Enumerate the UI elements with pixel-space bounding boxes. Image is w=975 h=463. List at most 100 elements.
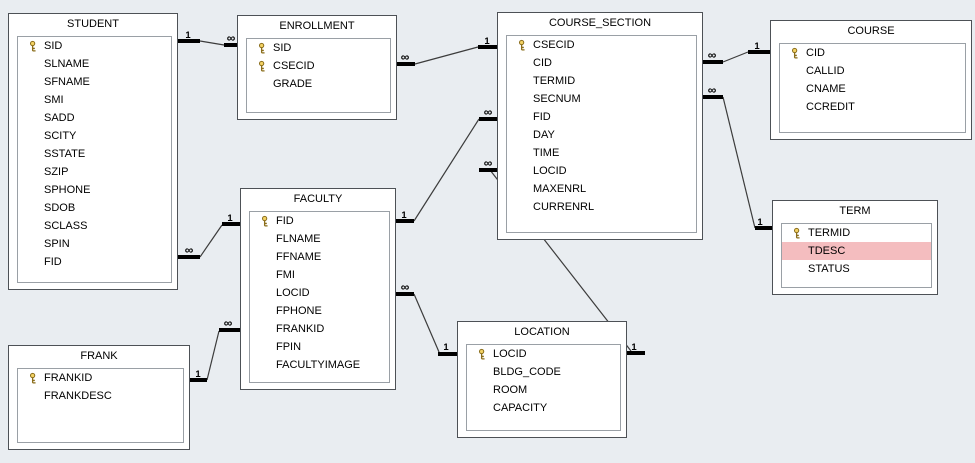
field-row-frankdesc[interactable]: FRANKDESC: [18, 387, 183, 405]
table-title-location[interactable]: LOCATION: [514, 326, 570, 338]
field-row-maxenrl[interactable]: MAXENRL: [507, 180, 696, 198]
field-name: FID: [533, 111, 551, 123]
field-row-fphone[interactable]: FPHONE: [250, 302, 389, 320]
field-row-sfname[interactable]: SFNAME: [18, 73, 171, 91]
field-row-cid[interactable]: CID: [780, 44, 965, 62]
table-title-course[interactable]: COURSE: [847, 25, 895, 37]
field-name: SSTATE: [44, 148, 86, 160]
table-enrollment[interactable]: ENROLLMENT SID CSECID GRADE: [237, 15, 397, 120]
field-row-sclass[interactable]: SCLASS: [18, 217, 171, 235]
field-row-slname[interactable]: SLNAME: [18, 55, 171, 73]
relationship-line[interactable]: [414, 46, 479, 65]
key-cell-empty: [28, 166, 44, 179]
field-name: SCLASS: [44, 220, 88, 232]
field-row-locid[interactable]: LOCID: [467, 345, 620, 363]
field-row-sid[interactable]: SID: [247, 39, 390, 57]
field-row-sdob[interactable]: SDOB: [18, 199, 171, 217]
field-row-sid[interactable]: SID: [18, 37, 171, 55]
table-title-course_section[interactable]: COURSE_SECTION: [548, 17, 652, 29]
table-title-enrollment[interactable]: ENROLLMENT: [279, 20, 355, 32]
field-row-sphone[interactable]: SPHONE: [18, 181, 171, 199]
cardinality-label-one: 1: [443, 342, 449, 353]
field-name: FID: [276, 215, 294, 227]
table-title-faculty[interactable]: FACULTY: [293, 193, 343, 205]
cardinality-label-one: 1: [185, 30, 191, 41]
field-row-secnum[interactable]: SECNUM: [507, 90, 696, 108]
table-title-student[interactable]: STUDENT: [67, 18, 119, 30]
field-row-fid[interactable]: FID: [18, 253, 171, 271]
field-row-ffname[interactable]: FFNAME: [250, 248, 389, 266]
field-row-room[interactable]: ROOM: [467, 381, 620, 399]
relationship-line[interactable]: [199, 40, 225, 46]
field-row-spin[interactable]: SPIN: [18, 235, 171, 253]
field-name: SCITY: [44, 130, 77, 142]
field-row-locid[interactable]: LOCID: [507, 162, 696, 180]
field-row-termid[interactable]: TERMID: [507, 72, 696, 90]
field-name: TIME: [533, 147, 560, 159]
field-name: MAXENRL: [533, 183, 587, 195]
field-row-frankid[interactable]: FRANKID: [250, 320, 389, 338]
table-title-frank[interactable]: FRANK: [80, 350, 118, 362]
key-cell-empty: [260, 305, 276, 318]
relationship-line[interactable]: [199, 224, 223, 258]
field-row-flname[interactable]: FLNAME: [250, 230, 389, 248]
relationship-line[interactable]: [206, 330, 220, 381]
field-row-scity[interactable]: SCITY: [18, 127, 171, 145]
field-row-locid[interactable]: LOCID: [250, 284, 389, 302]
field-row-currenrl[interactable]: CURRENRL: [507, 198, 696, 216]
field-row-szip[interactable]: SZIP: [18, 163, 171, 181]
relationship-line[interactable]: [413, 118, 480, 222]
relationship-line[interactable]: [722, 51, 749, 63]
field-name: LOCID: [533, 165, 567, 177]
field-row-bldg_code[interactable]: BLDG_CODE: [467, 363, 620, 381]
field-row-callid[interactable]: CALLID: [780, 62, 965, 80]
field-name: FLNAME: [276, 233, 321, 245]
field-row-frankid[interactable]: FRANKID: [18, 369, 183, 387]
field-row-time[interactable]: TIME: [507, 144, 696, 162]
key-cell-empty: [477, 366, 493, 379]
field-row-capacity[interactable]: CAPACITY: [467, 399, 620, 417]
field-row-fpin[interactable]: FPIN: [250, 338, 389, 356]
table-title-term[interactable]: TERM: [839, 205, 871, 217]
field-name: CSECID: [273, 60, 315, 72]
field-row-csecid[interactable]: CSECID: [247, 57, 390, 75]
field-row-day[interactable]: DAY: [507, 126, 696, 144]
key-cell-empty: [28, 76, 44, 89]
field-name: CALLID: [806, 65, 845, 77]
field-row-fid[interactable]: FID: [507, 108, 696, 126]
field-row-grade[interactable]: GRADE: [247, 75, 390, 93]
field-row-facultyimage[interactable]: FACULTYIMAGE: [250, 356, 389, 374]
field-row-smi[interactable]: SMI: [18, 91, 171, 109]
field-row-csecid[interactable]: CSECID: [507, 36, 696, 54]
field-row-termid[interactable]: TERMID: [782, 224, 931, 242]
relationship-line[interactable]: [722, 96, 756, 229]
relationship-line[interactable]: [413, 293, 440, 353]
field-name: LOCID: [276, 287, 310, 299]
field-row-ccredit[interactable]: CCREDIT: [780, 98, 965, 116]
field-row-status[interactable]: STATUS: [782, 260, 931, 278]
key-cell-empty: [790, 65, 806, 78]
field-row-fmi[interactable]: FMI: [250, 266, 389, 284]
field-row-cname[interactable]: CNAME: [780, 80, 965, 98]
field-name: GRADE: [273, 78, 313, 90]
field-row-sadd[interactable]: SADD: [18, 109, 171, 127]
field-row-fid[interactable]: FID: [250, 212, 389, 230]
field-row-tdesc[interactable]: TDESC: [782, 242, 931, 260]
key-cell-empty: [790, 101, 806, 114]
field-row-cid[interactable]: CID: [507, 54, 696, 72]
field-row-sstate[interactable]: SSTATE: [18, 145, 171, 163]
cardinality-label-one: 1: [754, 41, 760, 52]
cardinality-label-one: 1: [227, 213, 233, 224]
key-cell-empty: [28, 220, 44, 233]
field-name: CID: [806, 47, 825, 59]
field-list: SID CSECID GRADE: [246, 38, 391, 113]
